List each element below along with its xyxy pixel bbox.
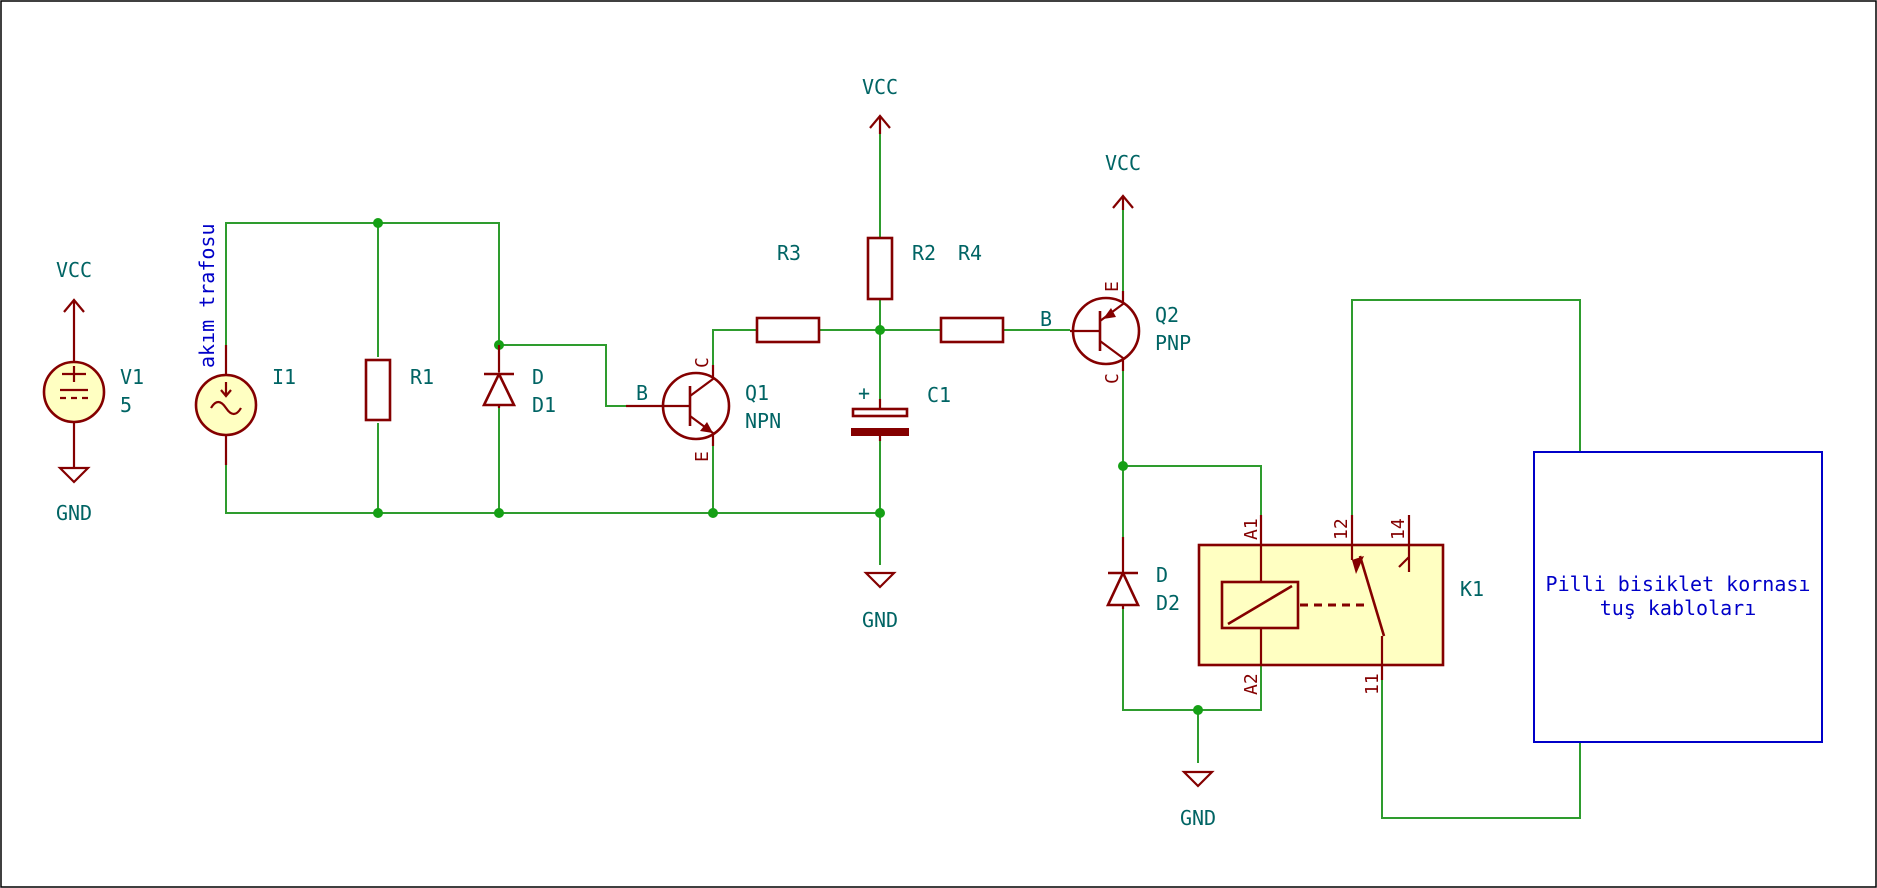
k1-ref: K1 <box>1460 577 1484 601</box>
gnd-symbol-c1: GND <box>862 571 898 632</box>
akim-trafosu-net-label: akım trafosu <box>195 224 219 369</box>
wire-k1-11-box <box>1381 680 1581 819</box>
d1-ref: D1 <box>532 393 556 417</box>
resistor-r2: R2 <box>866 236 936 301</box>
bike-horn-box: Pilli bisiklet kornası tuş kabloları <box>1533 451 1823 743</box>
gnd-label: GND <box>1180 806 1216 830</box>
junction-dot <box>373 508 383 518</box>
box-line-2: tuş kabloları <box>1600 596 1757 620</box>
junction-dot <box>708 508 718 518</box>
d2-ref: D2 <box>1156 591 1180 615</box>
transistor-q1: B C E Q1 NPN <box>626 357 781 462</box>
k1-pin-14: 14 <box>1388 518 1409 540</box>
k1-pin-12: 12 <box>1331 518 1352 540</box>
voltage-source-v1: V1 5 <box>42 360 144 424</box>
wires <box>225 132 1581 819</box>
q1-pin-c: C <box>692 357 713 368</box>
gnd-label: GND <box>862 608 898 632</box>
q1-value: NPN <box>745 409 781 433</box>
q2-pin-c: C <box>1102 373 1123 384</box>
diode-d1: D D1 <box>481 345 556 417</box>
resistor-r3: R3 <box>755 241 821 344</box>
box-line-1: Pilli bisiklet kornası <box>1546 572 1811 596</box>
wire-top-rail <box>225 222 500 345</box>
wire-d2-to-a2 <box>1122 609 1262 711</box>
capacitor-c1: + C1 <box>851 381 951 441</box>
current-source-i1: I1 akım trafosu <box>194 224 296 465</box>
wire-bottom-rail <box>225 465 880 514</box>
q2-pin-b: B <box>1040 307 1052 331</box>
junction-dot <box>875 325 885 335</box>
resistor-r1: R1 <box>364 358 434 422</box>
r4-ref: R4 <box>958 241 982 265</box>
gnd-symbol-v1: GND <box>56 420 92 525</box>
junction-dot <box>1193 705 1203 715</box>
q2-value: PNP <box>1155 331 1191 355</box>
q1-pin-b: B <box>636 381 648 405</box>
v1-ref: V1 <box>120 365 144 389</box>
vcc-symbol-r2: VCC <box>862 75 898 134</box>
d2-value: D <box>1156 563 1168 587</box>
q2-pin-e: E <box>1102 281 1123 292</box>
i1-ref: I1 <box>272 365 296 389</box>
gnd-symbol-k1: GND <box>1180 770 1216 830</box>
vcc-symbol-q2: VCC <box>1105 151 1141 210</box>
k1-pin-a1: A1 <box>1241 518 1262 540</box>
q1-ref: Q1 <box>745 381 769 405</box>
r3-ref: R3 <box>777 241 801 265</box>
wire-q1-collector <box>712 329 756 365</box>
c1-polarity: + <box>858 381 870 405</box>
junction-dot <box>1118 461 1128 471</box>
resistor-r4: R4 <box>939 241 1005 344</box>
vcc-label: VCC <box>1105 151 1141 175</box>
junction-dot <box>875 508 885 518</box>
wire-d1-to-q1-base <box>499 344 626 407</box>
r2-ref: R2 <box>912 241 936 265</box>
r1-ref: R1 <box>410 365 434 389</box>
d1-value: D <box>532 365 544 389</box>
k1-pin-a2: A2 <box>1241 673 1262 695</box>
vcc-symbol-v1: VCC <box>56 258 92 365</box>
vcc-label: VCC <box>862 75 898 99</box>
v1-value: 5 <box>120 393 132 417</box>
q1-pin-e: E <box>692 451 713 462</box>
relay-k1: A1 A2 12 14 11 K1 <box>1197 515 1484 695</box>
junction-dot <box>373 218 383 228</box>
c1-ref: C1 <box>927 383 951 407</box>
transistor-q2: B E C Q2 PNP <box>1040 281 1191 384</box>
q2-ref: Q2 <box>1155 303 1179 327</box>
gnd-label: GND <box>56 501 92 525</box>
junction-dot <box>494 508 504 518</box>
wire-k1-12-box <box>1351 299 1581 515</box>
diode-d2: D D2 <box>1105 537 1180 615</box>
vcc-label: VCC <box>56 258 92 282</box>
k1-pin-11: 11 <box>1362 673 1383 695</box>
